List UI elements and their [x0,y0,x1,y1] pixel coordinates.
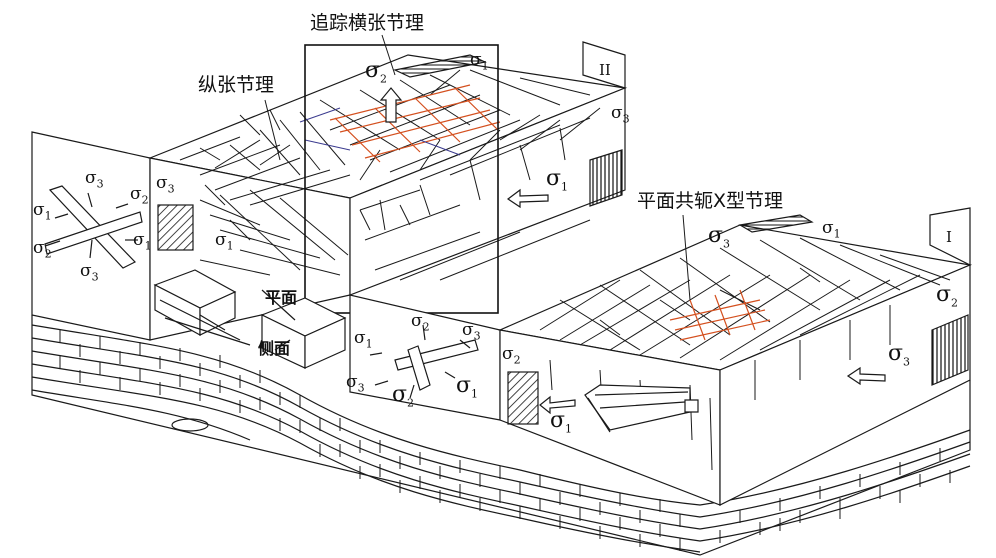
sigma-3-label: σ3 [888,341,911,369]
sigma-2-label: σ2 [411,311,430,334]
plane-face-label: 平面 [265,288,298,307]
reference-cube [153,269,347,369]
block-i [497,207,973,506]
sigma-3-label: σ3 [611,103,630,126]
left-section-face [31,131,151,341]
sigma-1-label: σ1 [470,50,489,73]
sigma-1-label: σ1 [33,200,52,223]
block-ii-id: II [599,61,611,79]
conjugate-x-title: 平面共轭X型节理 [637,190,784,212]
middle-section-face [349,294,501,421]
sigma-1-label: σ1 [133,230,152,253]
sigma-3-label: σ3 [346,372,365,395]
sigma-1-label: σ1 [215,230,234,253]
sigma-3-label: σ3 [708,223,731,251]
side-face-label: 侧面 [258,339,291,358]
sigma-2-label: σ2 [365,58,388,86]
sigma-2-label: σ2 [502,344,521,367]
sigma-1-label: σ1 [546,166,569,194]
sigma-1-label: σ1 [354,328,373,351]
sigma-2-label: σ2 [392,382,415,410]
longitudinal-tension-title: 纵张节理 [198,74,275,96]
sigma-3-label: σ3 [156,173,175,196]
sigma-3-label: σ3 [80,261,99,284]
tracking-transverse-title: 追踪横张节理 [310,12,425,34]
sigma-3-label: σ3 [85,168,104,191]
sigma-2-label: σ2 [936,282,959,310]
block-i-id: I [946,228,952,246]
sigma-1-label: σ1 [822,218,841,241]
sigma-1-label: σ1 [550,408,573,436]
sigma-2-label: σ2 [130,184,149,207]
sigma-1-label: σ1 [456,373,479,401]
sigma-2-label: σ2 [33,238,52,261]
sigma-3-label: σ3 [462,320,481,343]
